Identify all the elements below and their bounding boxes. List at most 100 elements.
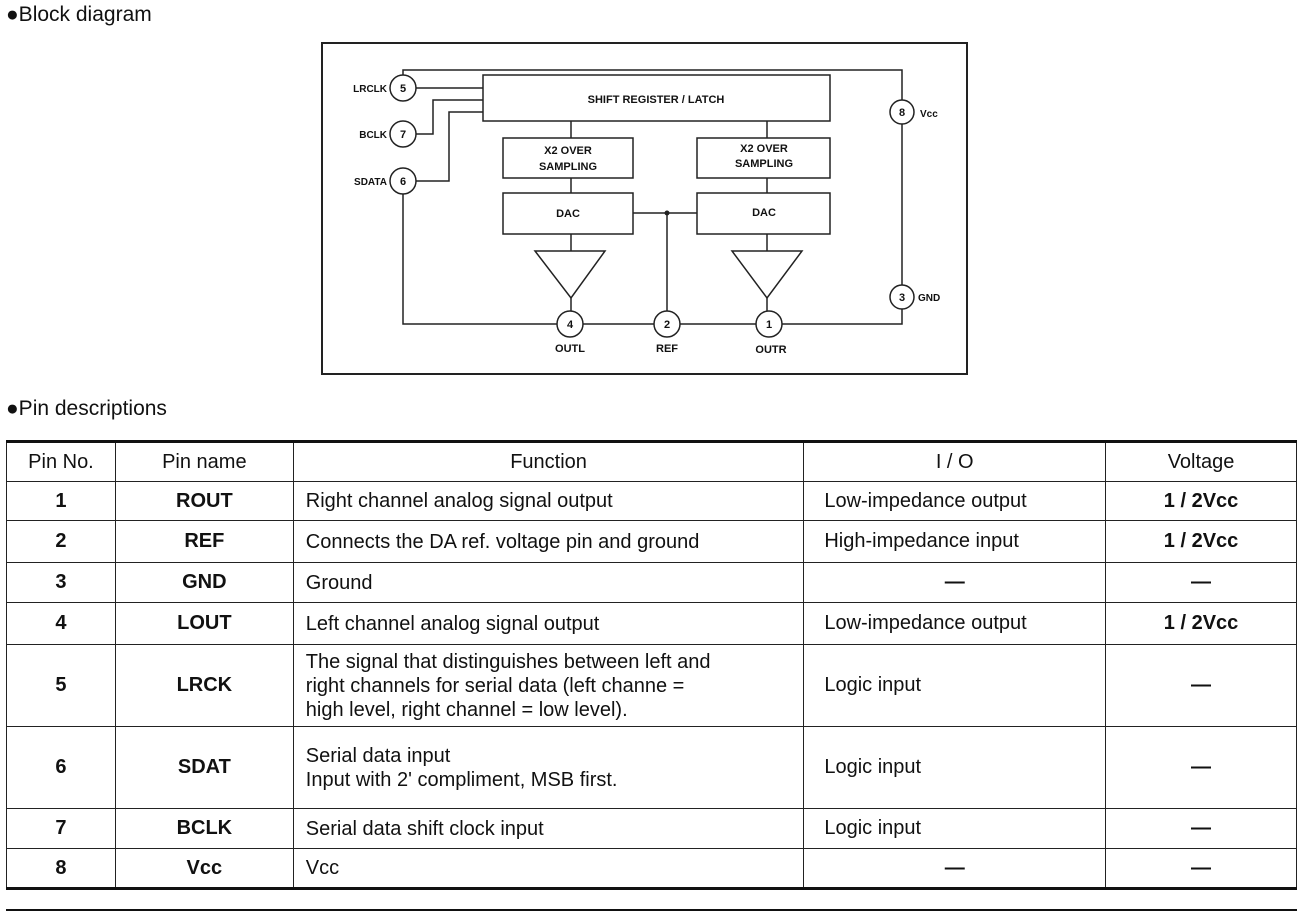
cell-voltage: 1 / 2Vcc: [1105, 602, 1297, 645]
pin-7-bclk: 7 BCLK: [359, 120, 417, 148]
svg-text:7: 7: [400, 129, 406, 141]
cell-pin-name: BCLK: [114, 808, 294, 849]
cell-pin-no: 8: [6, 848, 116, 889]
cell-pin-name: REF: [114, 520, 294, 563]
svg-text:REF: REF: [656, 343, 678, 355]
function-line: Left channel analog signal output: [305, 612, 600, 635]
ref-junction-dot: [664, 210, 670, 216]
dac-right-block: DAC: [696, 192, 831, 235]
cell-voltage: 1 / 2Vcc: [1105, 520, 1297, 563]
svg-text:3: 3: [899, 292, 905, 304]
svg-text:SHIFT REGISTER / LATCH: SHIFT REGISTER / LATCH: [588, 94, 725, 106]
svg-text:SDATA: SDATA: [354, 177, 387, 188]
cell-pin-no: 4: [6, 602, 116, 645]
cell-pin-no: 6: [6, 726, 116, 809]
cell-io: Logic input: [803, 808, 1107, 849]
svg-text:Vcc: Vcc: [920, 109, 938, 120]
amplifier-left-icon: [533, 250, 607, 300]
oversampling-right-block: X2 OVER SAMPLING: [696, 137, 831, 179]
svg-text:GND: GND: [918, 293, 940, 304]
diagram-frame: [321, 42, 968, 375]
cell-pin-name: SDAT: [114, 726, 294, 809]
cell-function: Right channel analog signal output: [292, 481, 805, 521]
cell-pin-no: 7: [6, 808, 116, 849]
cell-function: Ground: [292, 562, 805, 603]
cell-io: Logic input: [803, 644, 1107, 727]
svg-text:SAMPLING: SAMPLING: [539, 161, 597, 173]
cell-pin-name: GND: [114, 562, 294, 603]
function-line: Ground: [305, 571, 373, 594]
cell-pin-no: 3: [6, 562, 116, 603]
function-line: Vcc: [305, 857, 340, 879]
svg-text:8: 8: [899, 107, 905, 119]
cell-io: Logic input: [803, 726, 1107, 809]
function-line: The signal that distinguishes between le…: [305, 650, 711, 673]
pin-4-outl: 4 OUTL: [555, 310, 585, 355]
oversampling-left-block: X2 OVER SAMPLING: [502, 137, 634, 179]
cell-pin-name: ROUT: [114, 481, 294, 521]
header-io: I / O: [803, 441, 1107, 482]
function-line: right channels for serial data (left cha…: [305, 674, 685, 697]
pin-8-vcc: 8 Vcc: [889, 99, 938, 125]
header-pin-name: Pin name: [114, 441, 294, 482]
svg-text:DAC: DAC: [752, 207, 776, 219]
cell-voltage: —: [1105, 562, 1297, 603]
dac-left-block: DAC: [502, 192, 634, 235]
svg-text:X2 OVER: X2 OVER: [740, 143, 788, 155]
header-function: Function: [292, 441, 805, 482]
bottom-rule: [6, 909, 1297, 911]
pin-3-gnd: 3 GND: [889, 284, 940, 310]
function-line: Serial data input: [305, 744, 451, 767]
cell-io: —: [803, 848, 1107, 889]
cell-voltage: —: [1105, 726, 1297, 809]
cell-function: Connects the DA ref. voltage pin and gro…: [292, 520, 805, 563]
pin-descriptions-title: ●Pin descriptions: [6, 397, 167, 420]
cell-pin-name: LRCK: [114, 644, 294, 727]
cell-voltage: 1 / 2Vcc: [1105, 481, 1297, 521]
pin-1-outr: 1 OUTR: [755, 310, 787, 356]
svg-text:5: 5: [400, 83, 406, 95]
table-header-row: Pin No. Pin name Function I / O Voltage: [6, 441, 1297, 482]
svg-text:OUTL: OUTL: [555, 343, 585, 355]
function-line: high level, right channel = low level).: [305, 698, 628, 721]
header-voltage: Voltage: [1105, 441, 1297, 482]
svg-text:BCLK: BCLK: [359, 130, 388, 141]
amplifier-right-icon: [730, 250, 804, 300]
function-line: Serial data shift clock input: [305, 817, 544, 840]
cell-function: Left channel analog signal output: [292, 602, 805, 645]
svg-text:1: 1: [766, 319, 772, 331]
function-line: Right channel analog signal output: [305, 490, 613, 512]
function-line: Connects the DA ref. voltage pin and gro…: [305, 530, 700, 553]
header-pin-no: Pin No.: [6, 441, 116, 482]
cell-io: Low-impedance output: [803, 602, 1107, 645]
svg-text:LRCLK: LRCLK: [353, 84, 388, 95]
cell-function: Serial data shift clock input: [292, 808, 805, 849]
cell-pin-no: 2: [6, 520, 116, 563]
svg-text:4: 4: [567, 319, 574, 331]
svg-text:X2 OVER: X2 OVER: [544, 145, 592, 157]
cell-pin-name: LOUT: [114, 602, 294, 645]
cell-pin-no: 5: [6, 644, 116, 727]
cell-pin-no: 1: [6, 481, 116, 521]
cell-io: High-impedance input: [803, 520, 1107, 563]
cell-voltage: —: [1105, 848, 1297, 889]
pin-5-lrclk: 5 LRCLK: [353, 74, 417, 102]
shift-register-block: SHIFT REGISTER / LATCH: [482, 74, 831, 122]
cell-pin-name: Vcc: [114, 848, 294, 889]
svg-text:DAC: DAC: [556, 208, 580, 220]
pin-descriptions-table: Pin No. Pin name Function I / O Voltage …: [6, 440, 1297, 890]
block-diagram: SHIFT REGISTER / LATCH X2 OVER SAMPLING …: [321, 42, 968, 375]
cell-function: Vcc: [292, 848, 805, 889]
pin-2-ref: 2 REF: [653, 310, 681, 355]
svg-text:SAMPLING: SAMPLING: [735, 158, 793, 170]
cell-voltage: —: [1105, 808, 1297, 849]
